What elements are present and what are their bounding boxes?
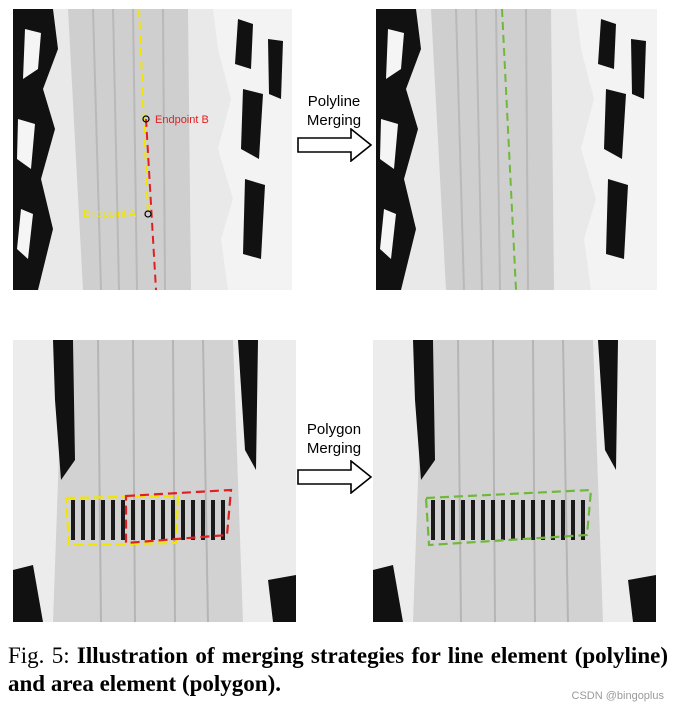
endpoint-a-label: Endpoint A — [83, 208, 137, 220]
panel-polyline-before: Endpoint B Endpoint A — [13, 9, 292, 290]
polyline-merging-label: Polyline Merging — [289, 92, 379, 130]
endpoint-b-label: Endpoint B — [155, 114, 209, 126]
polygon-label-line2: Merging — [306, 440, 362, 457]
polyline-label-line1: Polyline — [307, 93, 361, 110]
polyline-arrow-icon — [297, 127, 373, 167]
polygon-label-line1: Polygon — [306, 421, 362, 438]
figure-caption: Fig. 5: Illustration of merging strategi… — [8, 642, 668, 698]
polyline-label-line2: Merging — [306, 112, 362, 129]
caption-bold-text: Illustration of merging strategies for l… — [8, 643, 668, 696]
panel-polygon-after — [373, 340, 656, 622]
panel-polygon-before — [13, 340, 296, 622]
caption-prefix: Fig. 5: — [8, 643, 77, 668]
panel-polyline-after — [376, 9, 657, 290]
watermark: CSDN @bingoplus — [571, 690, 665, 702]
polygon-merging-label: Polygon Merging — [289, 420, 379, 458]
polygon-arrow-icon — [297, 459, 373, 499]
